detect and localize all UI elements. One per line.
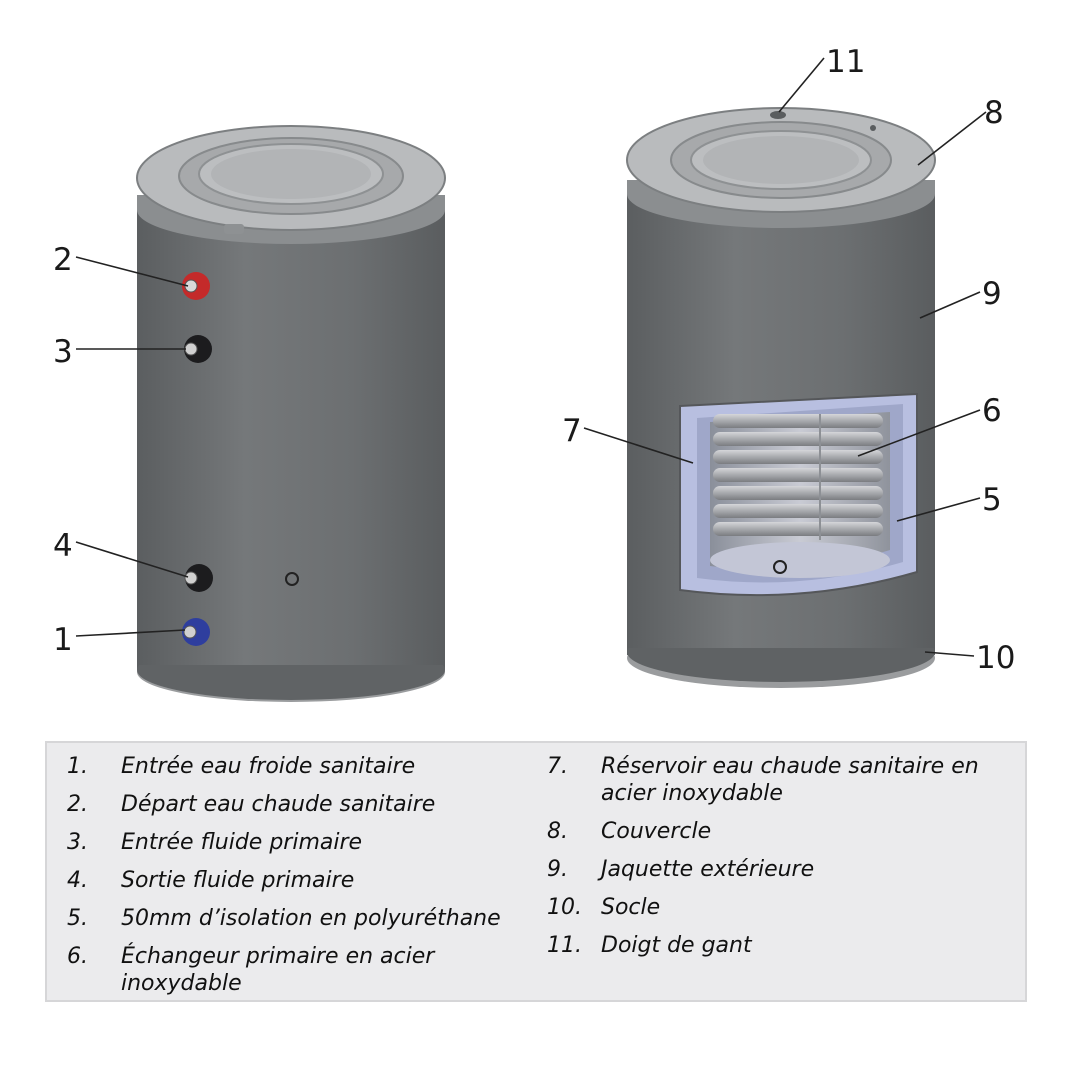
leader-line-8 [917,111,987,166]
leader-lines [75,57,987,657]
legend-item-4: 4. Sortie fluide primaire [67,867,537,894]
right-tank [626,107,936,688]
legend-number: 1. [67,754,88,779]
callout-9: 9 [982,276,1002,312]
leader-line-1 [75,629,186,637]
legend-text: Départ eau chaude sanitaire [121,792,436,817]
leader-line-7 [583,427,694,464]
legend-number: 3. [67,830,88,855]
legend-text: Sortie fluide primaire [121,868,355,893]
legend-item-8: 8. Couvercle [547,818,1017,845]
callout-11: 11 [826,44,865,80]
legend-number: 2. [67,792,88,817]
legend-text: 50mm d’isolation en polyuréthane [121,906,501,931]
legend-item-7: 7. Réservoir eau chaude sanitaire en aci… [547,753,1017,807]
leader-line-11 [778,57,825,113]
callout-6: 6 [982,393,1002,429]
leader-line-6 [857,409,981,457]
callout-10: 10 [976,640,1015,676]
legend-number: 11. [547,933,582,958]
sensor-port [285,572,299,586]
callout-numbers: 2 3 4 1 11 8 9 6 5 7 10 [53,44,1015,676]
legend-number: 7. [547,754,568,779]
leader-line-9 [919,291,981,319]
legend-number: 9. [547,857,568,882]
primary-inlet-connector [184,335,212,363]
legend-number: 8. [547,819,568,844]
legend-item-5: 5. 50mm d’isolation en polyuréthane [67,905,537,932]
callout-7: 7 [562,413,582,449]
legend-text: Socle [601,895,661,920]
leader-line-4 [75,541,189,578]
legend-item-10: 10. Socle [547,894,1017,921]
legend-column-right: 7. Réservoir eau chaude sanitaire en aci… [547,747,1017,959]
legend-number: 6. [67,944,88,969]
leader-line-10 [924,651,975,657]
callout-8: 8 [984,95,1004,131]
cold-water-inlet-connector [182,618,210,646]
legend-item-9: 9. Jaquette extérieure [547,856,1017,883]
legend-number: 5. [67,906,88,931]
legend-text: Entrée eau froide sanitaire [121,754,416,779]
legend-item-1: 1. Entrée eau froide sanitaire [67,753,537,780]
callout-1: 1 [53,622,73,658]
legend-item-2: 2. Départ eau chaude sanitaire [67,791,537,818]
legend-text: Couvercle [601,819,712,844]
water-tank-diagram: 2 3 4 1 11 8 9 6 5 7 10 [53,44,1015,702]
legend-text: Jaquette extérieure [601,857,815,882]
thermowell [770,111,786,119]
legend-box: 1. Entrée eau froide sanitaire 2. Départ… [45,741,1027,1002]
legend-item-11: 11. Doigt de gant [547,932,1017,959]
hot-water-outlet-connector [182,272,210,300]
legend-column-left: 1. Entrée eau froide sanitaire 2. Départ… [67,747,537,997]
callout-5: 5 [982,482,1002,518]
primary-outlet-connector [184,564,213,592]
legend-number: 4. [67,868,88,893]
legend-item-3: 3. Entrée fluide primaire [67,829,537,856]
legend-text: Réservoir eau chaude sanitaire en acier … [601,754,979,806]
legend-text: Échangeur primaire en acier inoxydable [121,944,435,996]
callout-2: 2 [53,242,73,278]
legend-text: Entrée fluide primaire [121,830,363,855]
leader-line-2 [75,256,189,287]
legend-text: Doigt de gant [601,933,752,958]
leader-line-5 [896,497,981,522]
legend-number: 10. [547,895,582,920]
heat-exchanger-coil [713,414,883,540]
left-tank [136,125,446,702]
legend-item-6: 6. Échangeur primaire en acier inoxydabl… [67,943,537,997]
callout-4: 4 [53,528,73,564]
cutaway-section [679,392,918,597]
callout-3: 3 [53,334,73,370]
